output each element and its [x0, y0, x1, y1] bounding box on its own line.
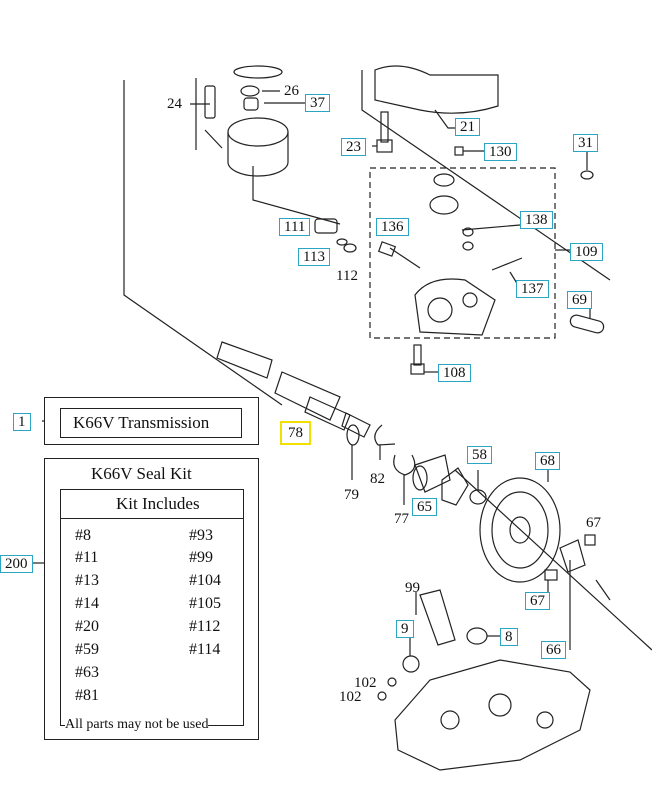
clip-82	[374, 424, 396, 446]
bevel-gear	[441, 467, 469, 506]
part-callout-136[interactable]: 136	[376, 218, 409, 236]
gear-pump-rotor	[429, 195, 459, 215]
part-callout-78-highlighted[interactable]: 78	[280, 421, 311, 445]
part-callout-65[interactable]: 65	[412, 498, 437, 516]
seal-kit-title: K66V Seal Kit	[91, 464, 192, 483]
part-callout-37[interactable]: 37	[305, 94, 330, 112]
ring-77	[393, 454, 416, 476]
seal-kit-subtitle: Kit Includes	[116, 494, 200, 513]
part-callout-67[interactable]: 67	[525, 592, 550, 610]
kit-item-left-5: #59	[75, 641, 99, 658]
part-callout-68[interactable]: 68	[535, 452, 560, 470]
part-label-79: 79	[344, 487, 359, 503]
part-callout-58[interactable]: 58	[467, 446, 492, 464]
transmission-box[interactable]: K66V Transmission	[60, 408, 242, 438]
seal-kit-includes-box: Kit Includes #8 #11 #13 #14 #20 #59 #63 …	[60, 489, 244, 726]
shaft-lower	[274, 371, 341, 421]
kit-item-left-6: #63	[75, 664, 99, 681]
part-callout-66[interactable]: 66	[541, 641, 566, 659]
part-label-102-b: 102	[339, 689, 362, 705]
shaft-upper	[216, 341, 273, 379]
kit-item-right-4: #112	[189, 618, 221, 635]
part-callout-21[interactable]: 21	[455, 118, 480, 136]
part-label-24: 24	[167, 96, 182, 112]
fitting-111	[314, 218, 338, 234]
part-label-102-a: 102	[354, 675, 377, 691]
part-label-112: 112	[336, 268, 358, 284]
part-callout-138[interactable]: 138	[520, 211, 553, 229]
part-callout-200[interactable]: 200	[0, 555, 33, 573]
washer-79	[346, 424, 360, 446]
part-label-82: 82	[370, 471, 385, 487]
part-callout-137[interactable]: 137	[516, 280, 549, 298]
pin-69	[569, 314, 605, 334]
kit-item-left-0: #8	[75, 527, 91, 544]
part-callout-9[interactable]: 9	[396, 620, 414, 638]
part-label-99: 99	[405, 580, 420, 596]
part-callout-8[interactable]: 8	[500, 628, 518, 646]
transmission-label: K66V Transmission	[73, 413, 210, 432]
part-callout-109[interactable]: 109	[570, 243, 603, 261]
kit-item-right-5: #114	[189, 641, 221, 658]
seal-kit-box[interactable]: K66V Seal Kit Kit Includes #8 #11 #13 #1…	[44, 458, 259, 740]
kit-item-left-7: #81	[75, 687, 99, 704]
pump-spring	[204, 85, 216, 119]
leader-line-main	[123, 80, 283, 406]
part-callout-108[interactable]: 108	[438, 364, 471, 382]
part-callout-1[interactable]: 1	[13, 413, 31, 431]
gear-68	[479, 477, 561, 583]
kit-item-left-1: #11	[75, 549, 99, 566]
kit-item-left-2: #13	[75, 572, 99, 589]
part-callout-130[interactable]: 130	[484, 143, 517, 161]
seal-kit-footer: All parts may not be used	[65, 717, 209, 733]
washer-58	[469, 489, 487, 505]
kit-item-right-3: #105	[189, 595, 221, 612]
bushing-65	[414, 454, 451, 493]
part-label-67-top: 67	[586, 515, 601, 531]
kit-item-right-1: #99	[189, 549, 213, 566]
seal-9	[402, 655, 420, 673]
part-label-26: 26	[284, 83, 299, 99]
seal-8	[466, 627, 488, 645]
kit-item-right-2: #104	[189, 572, 221, 589]
washer-31	[580, 170, 594, 180]
pinion-67	[559, 539, 586, 573]
kit-item-right-0: #93	[189, 527, 213, 544]
part-label-77: 77	[394, 511, 409, 527]
part-callout-31[interactable]: 31	[573, 134, 598, 152]
bolt-23	[380, 111, 389, 143]
part-callout-23[interactable]: 23	[341, 138, 366, 156]
part-callout-113[interactable]: 113	[298, 248, 330, 266]
kit-item-left-3: #14	[75, 595, 99, 612]
assembly-109-box	[369, 167, 556, 339]
part-callout-69[interactable]: 69	[567, 291, 592, 309]
lower-housing	[394, 659, 591, 771]
washer-26	[240, 85, 260, 97]
part-callout-111[interactable]: 111	[279, 218, 311, 236]
kit-item-left-4: #20	[75, 618, 99, 635]
